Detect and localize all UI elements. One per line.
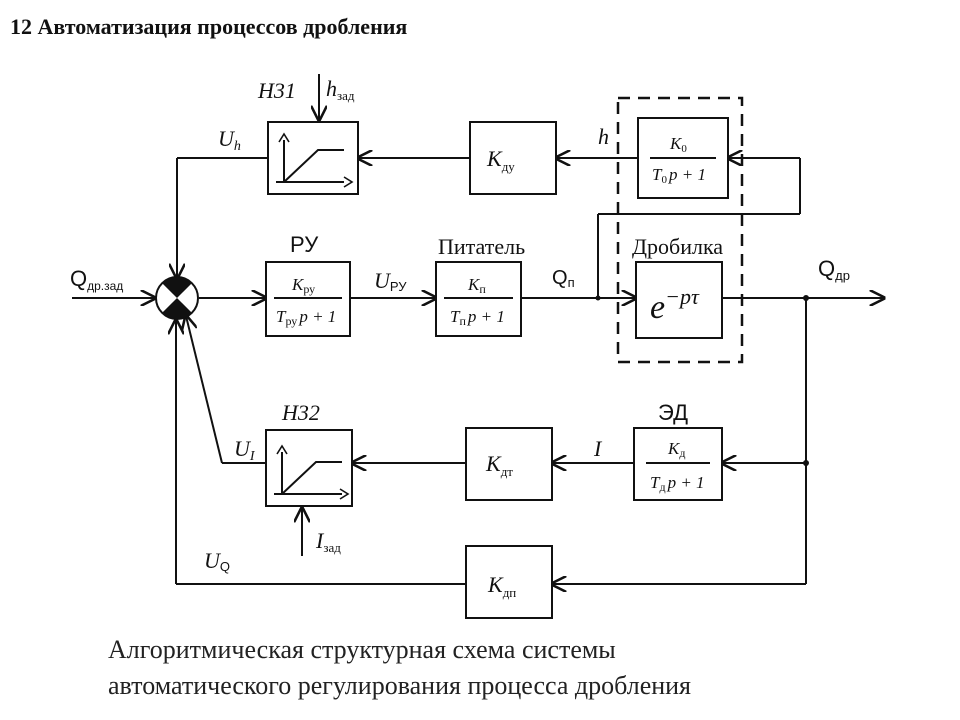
junction-dot-ed [803, 460, 809, 466]
ui-label: UI [234, 436, 256, 464]
hzad-label: hзад [326, 76, 355, 103]
ui-into-summator [186, 316, 223, 464]
drobilka-block [635, 261, 723, 339]
ed-title: ЭД [658, 400, 688, 425]
h32-characteristic [274, 452, 342, 495]
qp-label: Qп [552, 267, 575, 290]
ru-title: РУ [290, 232, 319, 257]
qdrzad-label: Qдр.зад [70, 266, 123, 293]
summator [155, 276, 199, 320]
uq-label: UQ [204, 548, 230, 574]
uh-label: Uh [218, 126, 241, 154]
kdp-block [465, 545, 553, 619]
page-title: 12 Автоматизация процессов дробления [10, 14, 408, 39]
kp-numerator: Kп [467, 275, 486, 296]
h31-block [267, 121, 359, 195]
kdt-label: Kдт [485, 451, 513, 479]
h31-characteristic [276, 140, 344, 183]
caption-line-1: Алгоритмическая структурная схема систем… [108, 635, 616, 664]
k0-numerator: K0 [669, 134, 687, 155]
junction-dot-qp [595, 295, 601, 301]
drobilka-title: Дробилка [632, 234, 723, 259]
kdp-label: Kдп [487, 572, 516, 600]
i-output-label: I [593, 436, 603, 461]
h-output-label: h [598, 124, 609, 149]
h31-label: Н31 [257, 78, 296, 103]
kdt-block [465, 427, 553, 501]
kdu-label: Kду [486, 146, 515, 174]
dashed-frame [616, 96, 744, 364]
kd-numerator: Kд [667, 439, 685, 460]
diagram-caption: Алгоритмическая структурная схема систем… [108, 632, 908, 704]
uru-label: UРУ [374, 268, 407, 294]
h32-label: Н32 [281, 400, 320, 425]
qdr-label: Qдр [818, 256, 850, 283]
izad-label: Iзад [315, 528, 341, 555]
exp-label: e−pτ [650, 284, 700, 326]
caption-line-2: автоматического регулирования процесса д… [108, 671, 692, 700]
kru-numerator: Kру [291, 275, 315, 296]
pitatel-title: Питатель [438, 234, 525, 259]
kdu-block [469, 121, 557, 195]
